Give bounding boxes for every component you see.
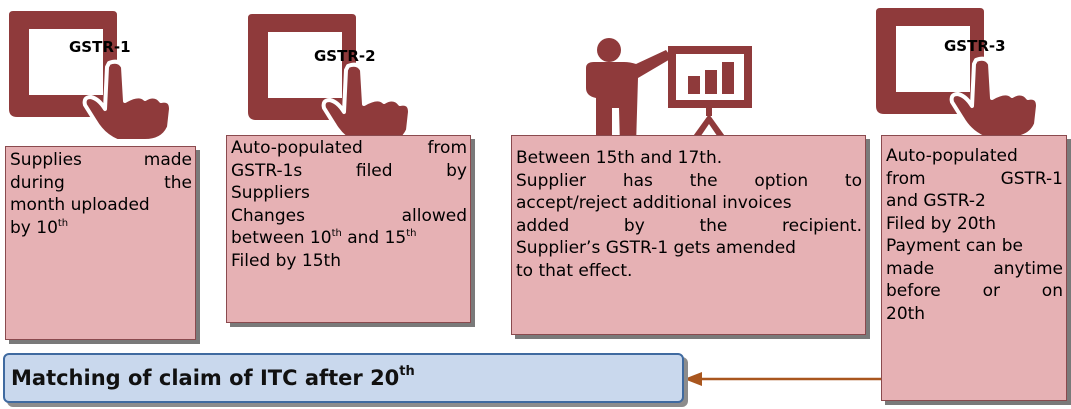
- text-line: Payment can be: [886, 236, 1024, 256]
- text-line: accept/reject additional invoices: [516, 193, 792, 213]
- tablet-hand-icon: GSTR-2: [244, 8, 414, 148]
- presenter-icon: [578, 38, 768, 146]
- text-line: Filed by 20th: [886, 213, 996, 234]
- itc-matching-banner: Matching of claim of ITC after 20th: [3, 353, 684, 403]
- tablet-hand-icon: GSTR-1: [5, 5, 175, 145]
- banner-superscript: th: [399, 364, 415, 379]
- text-line: month uploaded: [10, 195, 150, 215]
- text-line: Filed by 15th: [231, 250, 341, 271]
- text-line: Between 15th and 17th.: [516, 148, 723, 168]
- text-line: by 10th: [10, 217, 69, 238]
- text-line: to that effect.: [516, 260, 633, 281]
- text-line: 20th: [886, 303, 926, 324]
- tablet-hand-icon: GSTR-3: [872, 2, 1042, 142]
- gstr2-icon-label: GSTR-2: [314, 47, 376, 65]
- text-line: Auto-populated: [886, 146, 1018, 166]
- banner-text: Matching of claim of ITC after 20: [11, 366, 400, 390]
- gstr3-icon-label: GSTR-3: [944, 37, 1006, 55]
- text-line: Supplier’s GSTR-1 gets amended: [516, 238, 796, 258]
- gstr1-icon-label: GSTR-1: [69, 38, 131, 56]
- text-line: and GSTR-2: [886, 191, 986, 211]
- text-line: between 10th and 15th: [231, 228, 417, 248]
- text-line: Suppliers: [231, 183, 310, 203]
